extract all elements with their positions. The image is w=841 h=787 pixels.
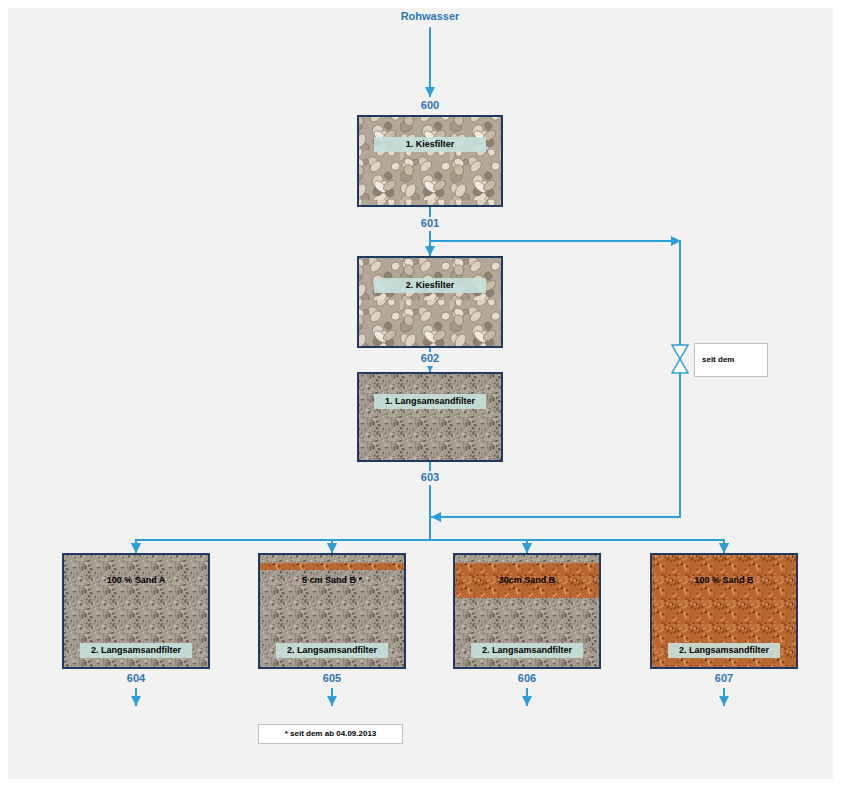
sand-texture <box>260 563 404 570</box>
bypass-arrowhead <box>431 512 441 522</box>
sand-texture <box>455 563 599 598</box>
filter-box: 1. Kiesfilter <box>357 115 503 207</box>
sample-point-number: 603 <box>418 471 442 484</box>
sample-point-number: 602 <box>418 352 442 365</box>
filter-name: 1. Kiesfilter <box>374 137 486 152</box>
note-box: * seit dem ab 04.09.2013 <box>258 724 403 744</box>
sample-point-number: 601 <box>418 217 442 230</box>
sand-texture <box>652 555 796 667</box>
valve-symbol <box>672 345 688 359</box>
flow-connector <box>136 207 680 553</box>
node-text: seit dem <box>702 355 734 365</box>
outflow-arrow <box>331 688 333 706</box>
filter-box: 1. Langsamsandfilter <box>357 372 503 462</box>
filter-name: 2. Langsamsandfilter <box>80 643 192 658</box>
flow-connector <box>332 207 680 553</box>
node-text: * seit dem ab 04.09.2013 <box>285 729 377 739</box>
bypass-arrowhead <box>671 236 681 246</box>
filter-name: 2. Langsamsandfilter <box>471 643 583 658</box>
sand-texture <box>359 374 501 460</box>
inflow-arrow <box>429 27 431 97</box>
node-text: 5 cm Sand B * <box>302 575 362 586</box>
outflow-arrow <box>526 688 528 706</box>
sample-point-number: 605 <box>320 672 344 685</box>
sand-texture <box>455 555 599 667</box>
gravel-texture <box>359 117 501 205</box>
bed-box: 100 % Sand B 2. Langsamsandfilter <box>650 553 798 669</box>
bed-box: 100 % Sand A 2. Langsamsandfilter <box>62 553 210 669</box>
gravel-texture <box>359 258 501 346</box>
sample-point-number: 607 <box>712 672 736 685</box>
node-text: 30cm Sand B <box>499 575 556 586</box>
sample-point-number: 600 <box>418 99 442 112</box>
inflow-label: Rohwasser <box>398 10 463 23</box>
bed-box: 30cm Sand B 2. Langsamsandfilter <box>453 553 601 669</box>
filter-name: 2. Langsamsandfilter <box>668 643 780 658</box>
outflow-arrow <box>723 688 725 706</box>
node-text: 100 % Sand A <box>107 575 166 586</box>
sand-texture <box>64 555 208 667</box>
filter-box: 2. Kiesfilter <box>357 256 503 348</box>
bed-box: 5 cm Sand B * 2. Langsamsandfilter <box>258 553 406 669</box>
sand-texture <box>260 555 404 667</box>
filter-name: 2. Langsamsandfilter <box>276 643 388 658</box>
flow-connector <box>430 207 724 553</box>
filter-name: 1. Langsamsandfilter <box>374 394 486 409</box>
sample-point-number: 604 <box>124 672 148 685</box>
callout-box: seit dem <box>694 343 768 377</box>
outflow-arrow <box>135 688 137 706</box>
sample-point-number: 606 <box>515 672 539 685</box>
filter-name: 2. Kiesfilter <box>374 278 486 293</box>
valve-symbol <box>672 359 688 373</box>
node-text: 100 % Sand B <box>694 575 753 586</box>
flow-connector <box>430 207 680 553</box>
